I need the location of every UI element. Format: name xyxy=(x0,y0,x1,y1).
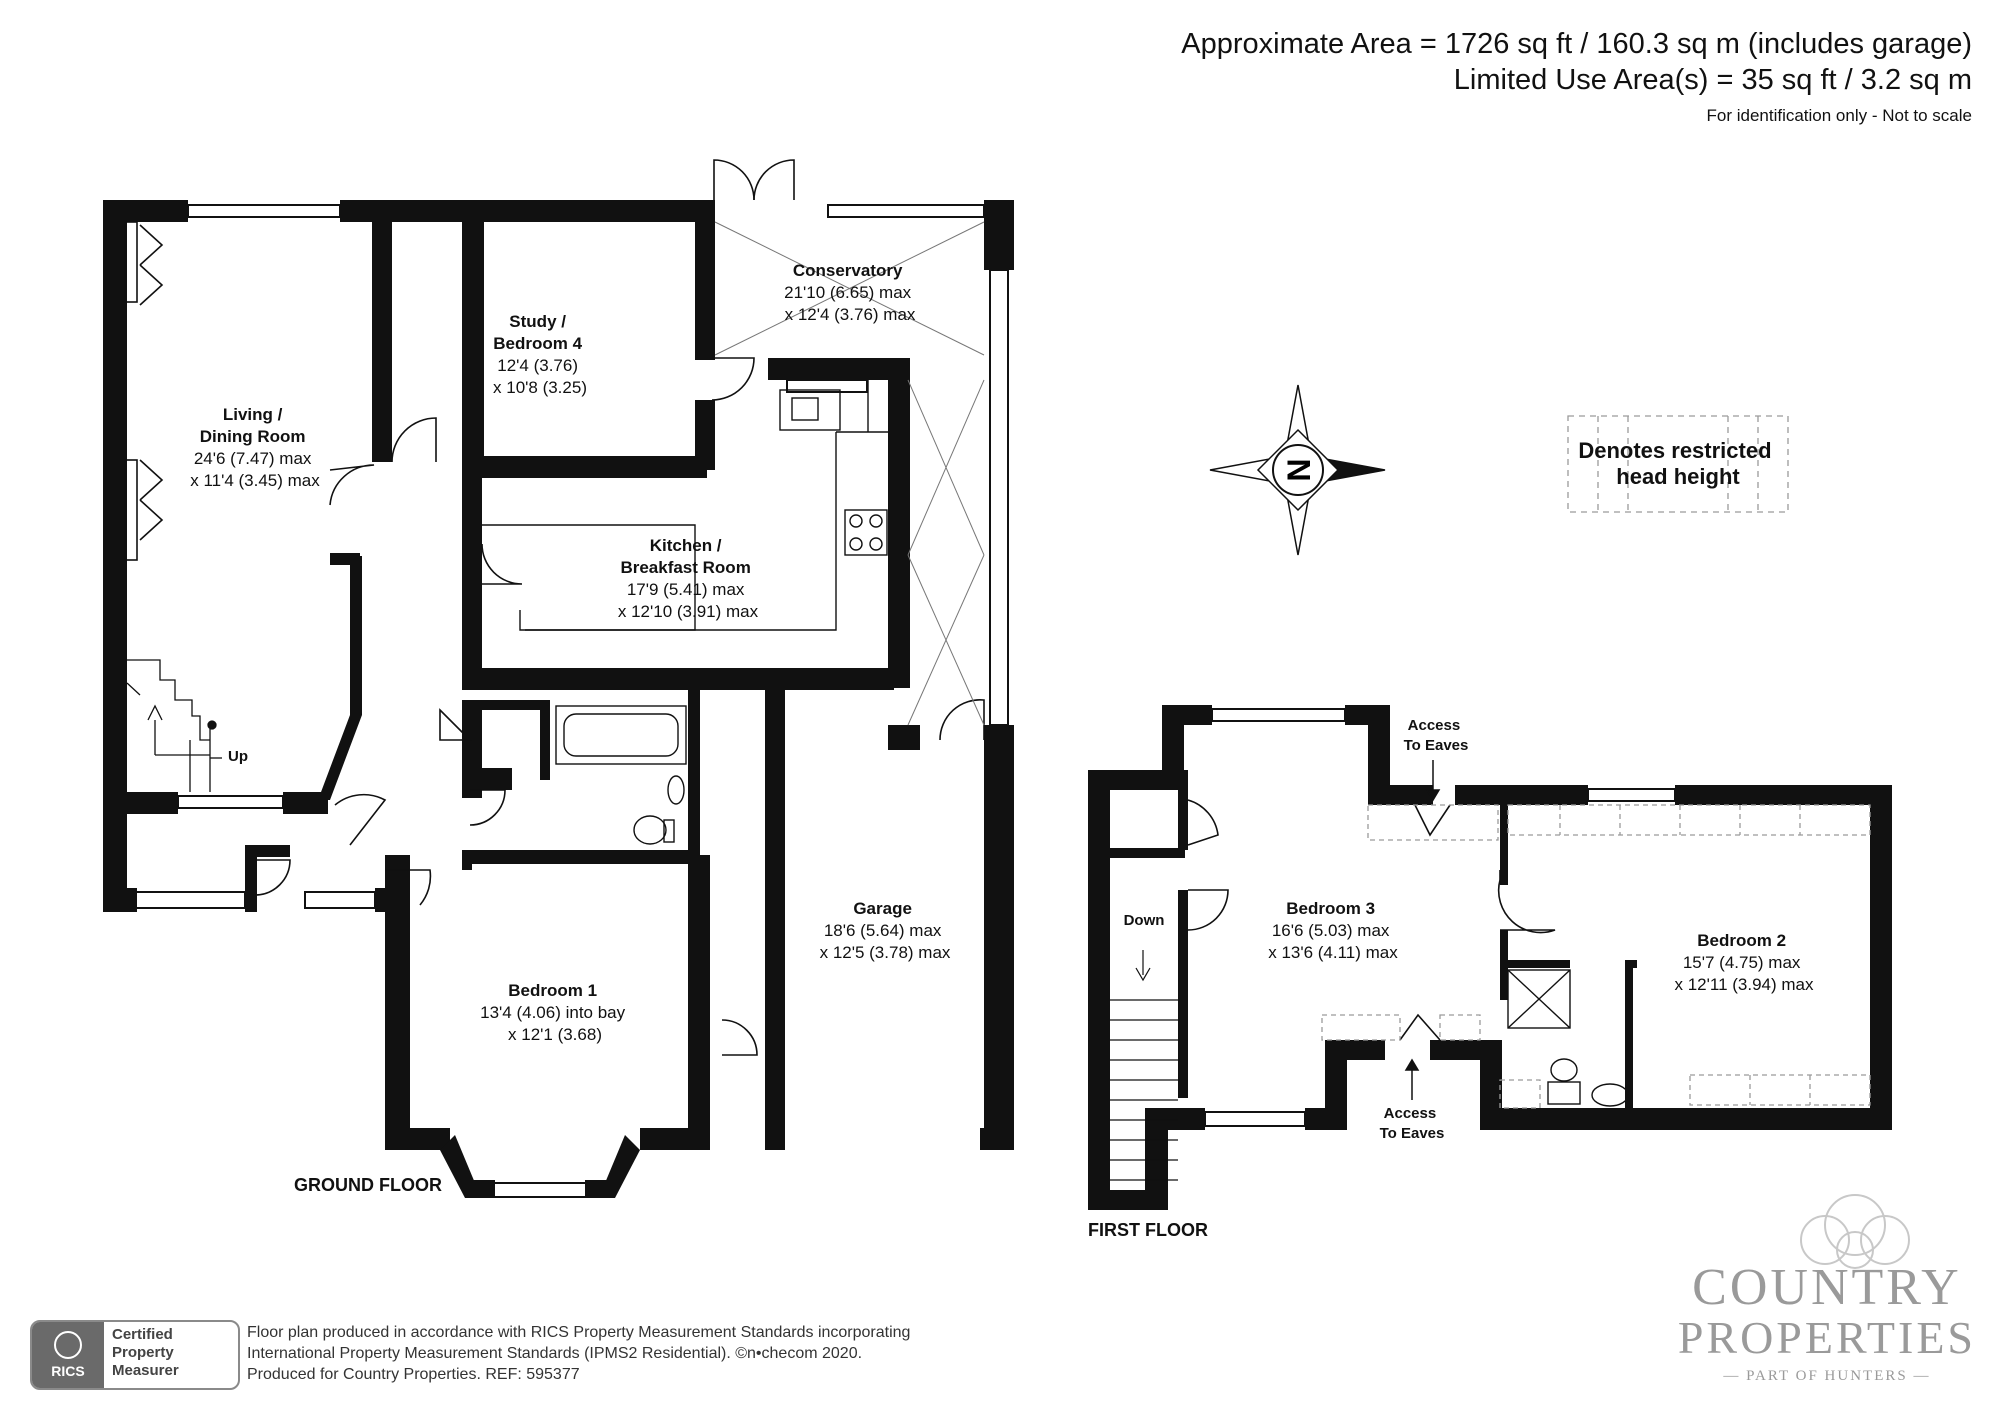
compass-north-letter: N xyxy=(1281,458,1317,481)
first-floor-fittings xyxy=(1507,969,1629,1107)
restricted-head-height-areas xyxy=(1321,804,1871,1109)
first-floor-walls xyxy=(1088,705,1892,1210)
rics-org-label: RICS xyxy=(51,1363,85,1379)
brand-line-3: — PART OF HUNTERS — xyxy=(1723,1368,1931,1384)
first-floor-doors xyxy=(1187,799,1556,1041)
access-to-eaves-arrows xyxy=(1404,760,1441,1100)
not-to-scale-note: For identification only - Not to scale xyxy=(1706,106,1972,125)
footer-line-2: International Property Measurement Stand… xyxy=(247,1345,863,1362)
approximate-area-text: Approximate Area = 1726 sq ft / 160.3 sq… xyxy=(1181,28,1972,60)
footer-credits: Floor plan produced in accordance with R… xyxy=(247,1322,910,1385)
bedroom3-label: Bedroom 3 16'6 (5.03) max x 13'6 (4.11) … xyxy=(1268,899,1398,962)
legend-text: Denotes restricted head height xyxy=(1578,438,1777,489)
restricted-legend-box xyxy=(1567,415,1789,513)
ground-floor-windows xyxy=(107,204,1009,1198)
badge-line-2: Property xyxy=(112,1344,174,1361)
up-stairs-label: Up xyxy=(228,748,248,765)
limited-use-area-text: Limited Use Area(s) = 35 sq ft / 3.2 sq … xyxy=(1453,64,1972,96)
bathroom-fittings xyxy=(555,705,687,845)
kitchen-label: Kitchen / Breakfast Room 17'9 (5.41) max… xyxy=(618,536,759,621)
conservatory-label: Conservatory 21'10 (6.65) max x 12'4 (3.… xyxy=(784,261,916,324)
conservatory-roof-lines xyxy=(714,221,985,726)
bedroom2-label: Bedroom 2 15'7 (4.75) max x 12'11 (3.94)… xyxy=(1675,931,1814,994)
footer-line-1: Floor plan produced in accordance with R… xyxy=(247,1324,911,1341)
first-floor-title: FIRST FLOOR xyxy=(1088,1220,1208,1240)
eaves-access-top-label: Access To Eaves xyxy=(1404,717,1469,754)
living-room-label: Living / Dining Room 24'6 (7.47) max x 1… xyxy=(190,405,320,490)
compass-rose xyxy=(1209,384,1386,556)
ground-floor-walls xyxy=(103,200,1014,1198)
country-properties-logo-mark xyxy=(1800,1194,1910,1269)
ground-floor-doors xyxy=(124,159,985,1056)
first-floor-stairs xyxy=(1110,950,1178,1181)
garage-label: Garage 18'6 (5.64) max x 12'5 (3.78) max xyxy=(820,899,951,962)
bedroom1-label: Bedroom 1 13'4 (4.06) into bay x 12'1 (3… xyxy=(480,981,630,1044)
down-stairs-label: Down xyxy=(1124,912,1165,929)
country-properties-logo: COUNTRY PROPERTIES — PART OF HUNTERS — xyxy=(1678,1262,1976,1385)
study-label: Study / Bedroom 4 12'4 (3.76) x 10'8 (3.… xyxy=(493,312,587,397)
kitchen-fittings xyxy=(482,380,888,631)
badge-line-1: Certified xyxy=(112,1326,173,1343)
rics-logo: RICS xyxy=(32,1322,104,1388)
ground-floor-title: GROUND FLOOR xyxy=(294,1175,442,1195)
footer-line-3: Produced for Country Properties. REF: 59… xyxy=(247,1366,580,1383)
brand-line-1: COUNTRY xyxy=(1692,1259,1962,1316)
badge-line-3: Measurer xyxy=(112,1362,179,1379)
first-floor-windows xyxy=(1204,708,1676,1127)
rics-certified-badge: RICS Certified Property Measurer xyxy=(30,1320,240,1390)
brand-line-2: PROPERTIES xyxy=(1677,1312,1976,1363)
rics-lion-icon xyxy=(54,1331,82,1359)
ground-stairs xyxy=(126,659,222,792)
eaves-access-bottom-label: Access To Eaves xyxy=(1380,1105,1445,1142)
